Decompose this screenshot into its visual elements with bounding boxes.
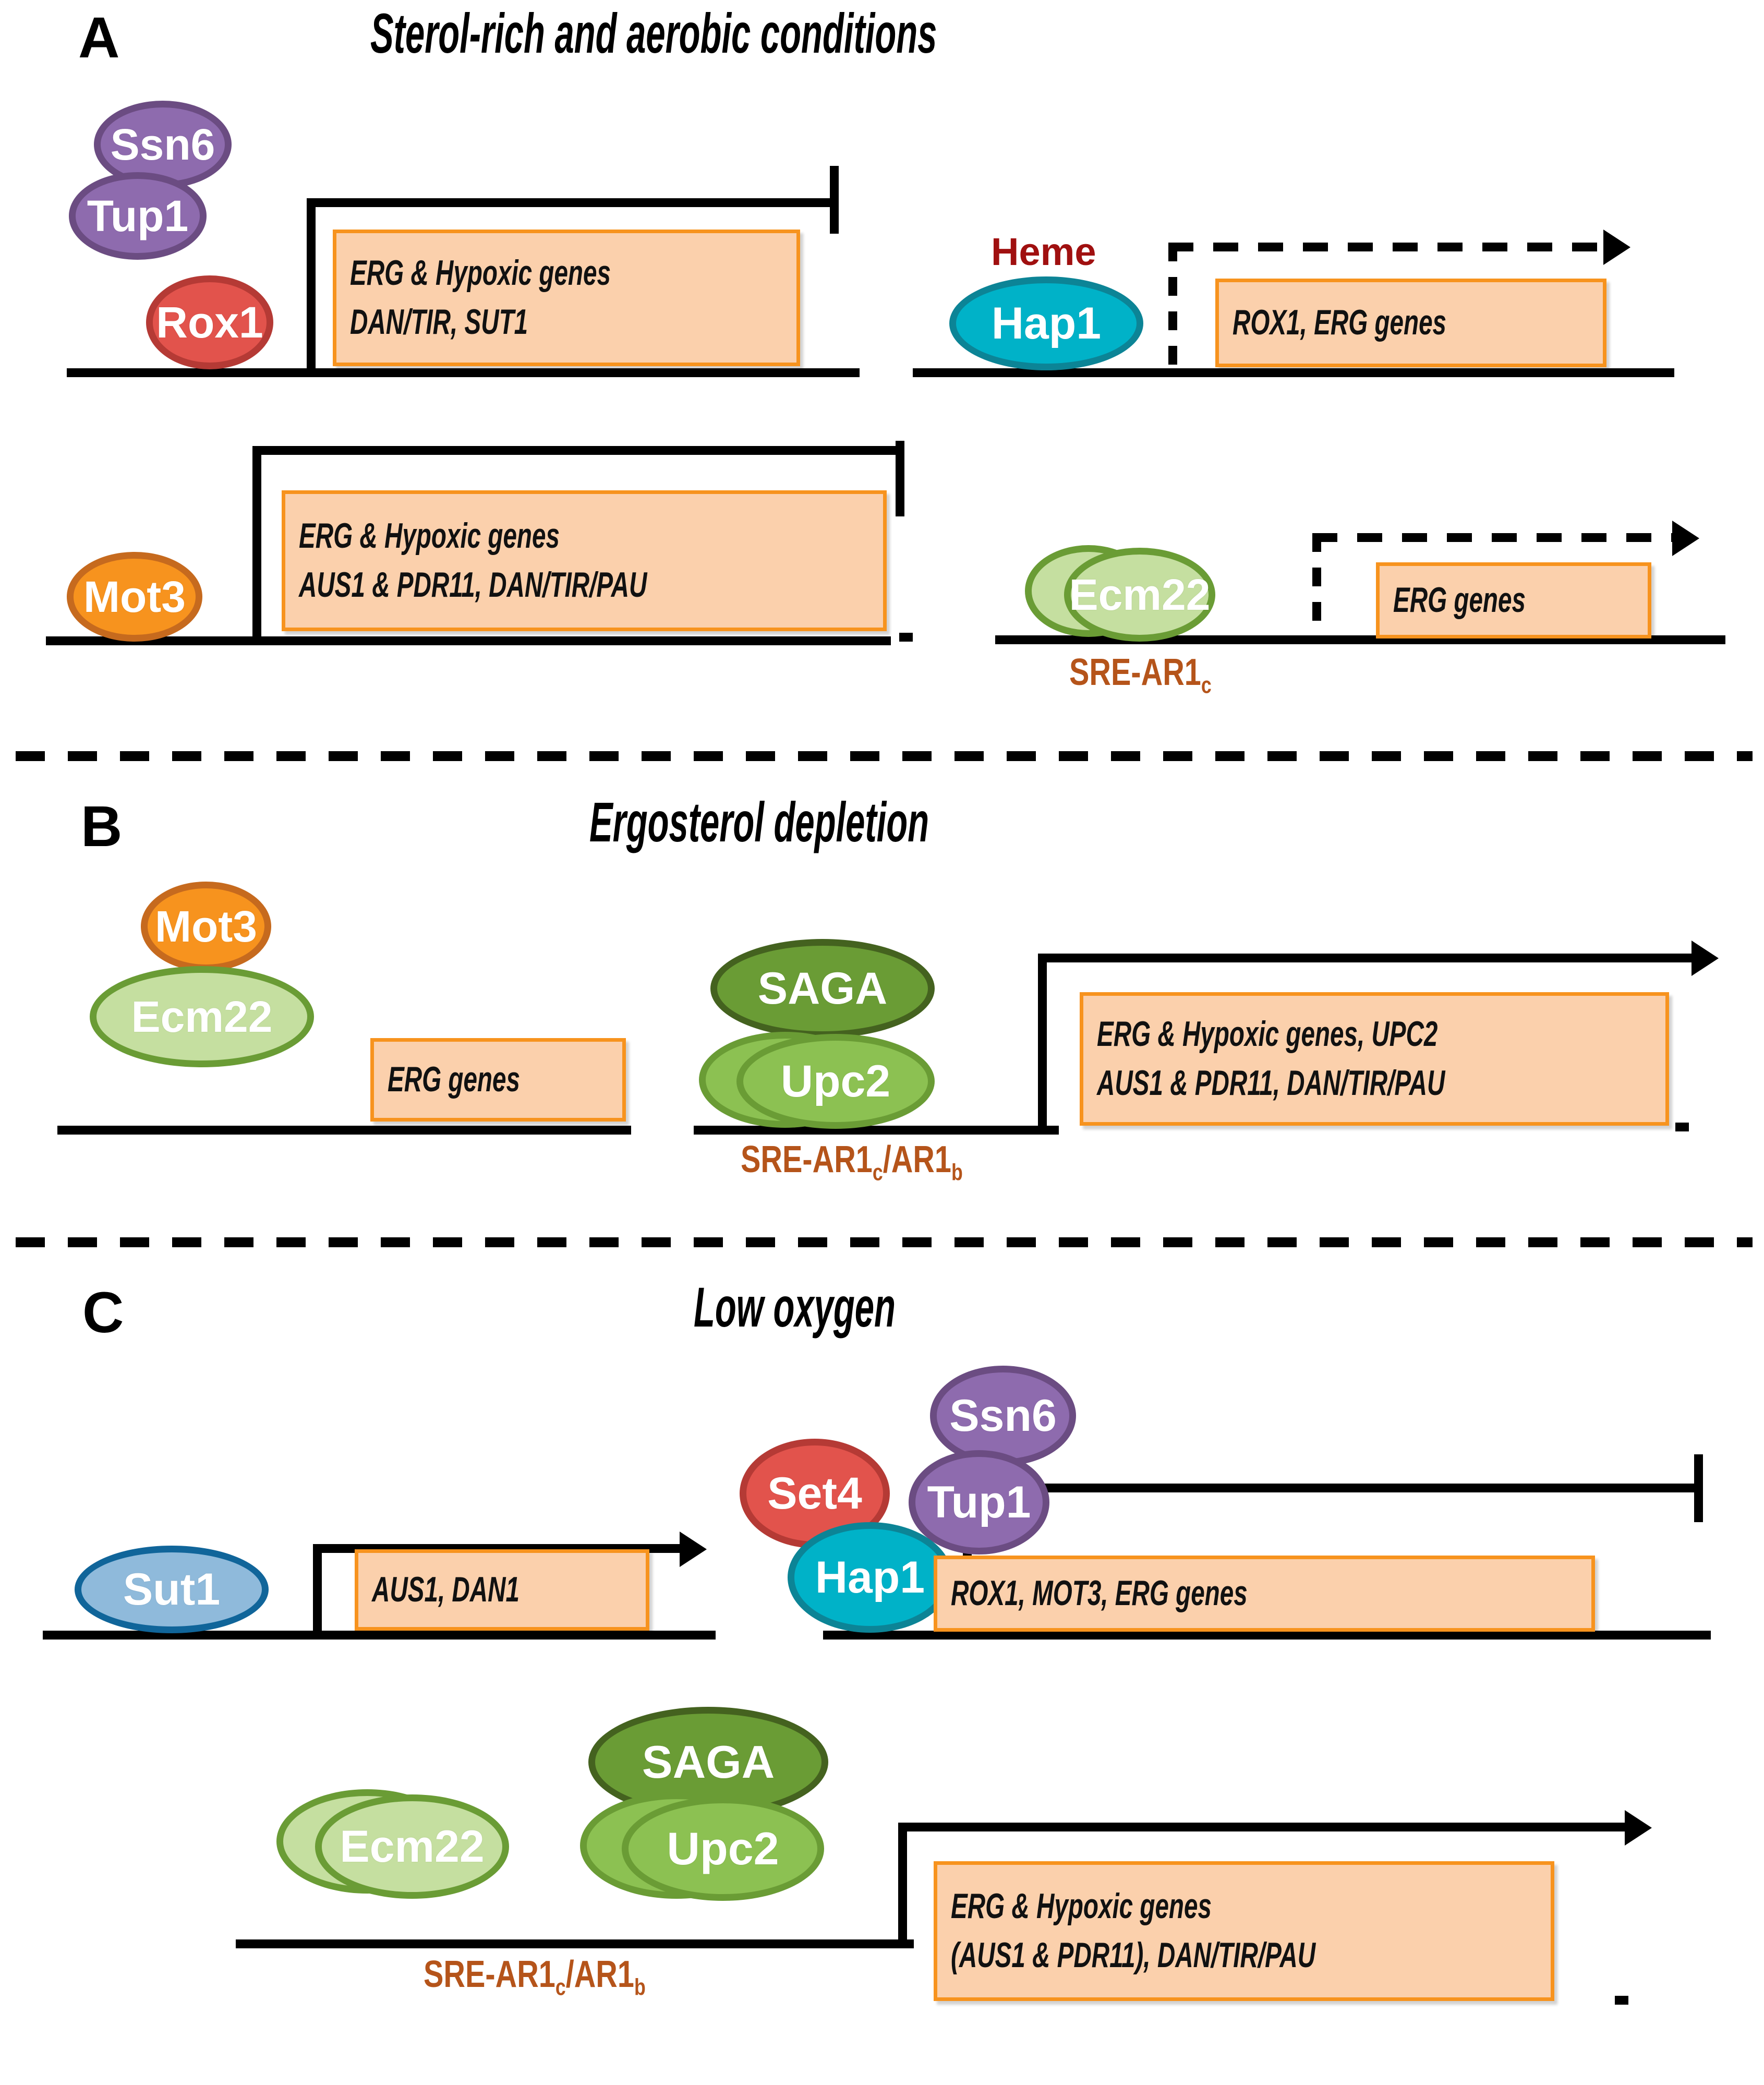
genebox-c3[interactable]: ERG & Hypoxic genes (AUS1 & PDR11), DAN/… — [934, 1861, 1554, 2001]
baseline-stub — [1615, 1996, 1628, 2005]
activation-arm — [898, 1823, 1628, 1831]
panel-letter-c: C — [82, 1281, 124, 1345]
repression-blunt-end — [896, 441, 904, 516]
dna-baseline — [67, 368, 860, 377]
activation-stem-dashed — [1312, 533, 1321, 642]
dna-baseline — [43, 1631, 716, 1640]
activation-stem — [1038, 954, 1047, 1129]
repression-stem — [252, 446, 261, 639]
panel-a-title: Sterol-rich and aerobic conditions — [370, 2, 937, 65]
genebox-a4[interactable]: ERG genes — [1376, 562, 1651, 638]
binding-site-label-a4: SRE-AR1c — [1069, 652, 1212, 698]
dna-baseline — [913, 368, 1674, 377]
dna-baseline — [236, 1939, 914, 1948]
panel-letter-b: B — [81, 794, 123, 859]
binding-site-label-c3: SRE-AR1c/AR1b — [424, 1954, 646, 2000]
arrowhead-icon — [1603, 230, 1630, 265]
arrowhead-icon — [1691, 941, 1719, 976]
protein-ecm22[interactable]: Ecm22 — [1064, 548, 1215, 642]
dna-baseline — [57, 1126, 631, 1135]
panel-b-title: Ergosterol depletion — [589, 790, 929, 853]
activation-stem — [313, 1544, 322, 1634]
protein-mot3[interactable]: Mot3 — [67, 552, 202, 642]
protein-ssn6[interactable]: Ssn6 — [930, 1366, 1076, 1466]
genebox-b2[interactable]: ERG & Hypoxic genes, UPC2 AUS1 & PDR11, … — [1080, 992, 1669, 1126]
repression-arm — [307, 198, 839, 207]
panel-c-title: Low oxygen — [694, 1275, 896, 1339]
protein-saga[interactable]: SAGA — [710, 939, 935, 1038]
activation-arm-dashed — [1168, 243, 1606, 251]
arrowhead-icon — [680, 1532, 707, 1567]
repression-arm — [252, 446, 904, 455]
repression-blunt-end — [1694, 1454, 1703, 1522]
panel-separator-bc — [16, 1237, 1753, 1247]
genebox-a1[interactable]: ERG & Hypoxic genes DAN/TIR, SUT1 — [333, 230, 800, 366]
protein-sut1[interactable]: Sut1 — [75, 1546, 269, 1633]
genebox-a2[interactable]: ROX1, ERG genes — [1215, 279, 1606, 367]
repression-stem — [307, 198, 316, 370]
genebox-b1[interactable]: ERG genes — [370, 1038, 626, 1122]
panel-separator-ab — [16, 751, 1753, 761]
arrowhead-icon — [1672, 521, 1699, 556]
activation-stem-dashed — [1168, 243, 1177, 373]
protein-ecm22[interactable]: Ecm22 — [90, 966, 314, 1067]
protein-mot3[interactable]: Mot3 — [141, 882, 271, 971]
protein-upc2[interactable]: Upc2 — [622, 1797, 824, 1901]
activation-arm — [1038, 954, 1695, 962]
genebox-c2[interactable]: ROX1, MOT3, ERG genes — [934, 1556, 1595, 1632]
baseline-stub — [1675, 1123, 1689, 1131]
activation-arm-dashed — [1312, 533, 1677, 542]
dna-baseline — [823, 1631, 1711, 1640]
protein-hap1[interactable]: Hap1 — [788, 1522, 952, 1633]
genebox-a3[interactable]: ERG & Hypoxic genes AUS1 & PDR11, DAN/TI… — [282, 490, 887, 631]
arrowhead-icon — [1625, 1810, 1652, 1846]
activation-stem — [898, 1823, 907, 1943]
repression-blunt-end — [830, 166, 839, 234]
baseline-stub — [899, 633, 913, 642]
protein-upc2[interactable]: Upc2 — [736, 1034, 935, 1129]
protein-tup1[interactable]: Tup1 — [69, 172, 207, 260]
panel-letter-a: A — [78, 6, 120, 70]
dna-baseline — [46, 636, 891, 645]
cofactor-heme-label: Heme — [991, 230, 1096, 273]
repression-arm — [963, 1484, 1702, 1492]
binding-site-label-b2: SRE-AR1c/AR1b — [741, 1139, 963, 1186]
protein-hap1[interactable]: Hap1 — [949, 276, 1143, 370]
protein-rox1[interactable]: Rox1 — [146, 275, 273, 369]
genebox-c1[interactable]: AUS1, DAN1 — [355, 1549, 649, 1631]
protein-ecm22[interactable]: Ecm22 — [315, 1794, 509, 1899]
dna-baseline — [694, 1126, 1059, 1135]
